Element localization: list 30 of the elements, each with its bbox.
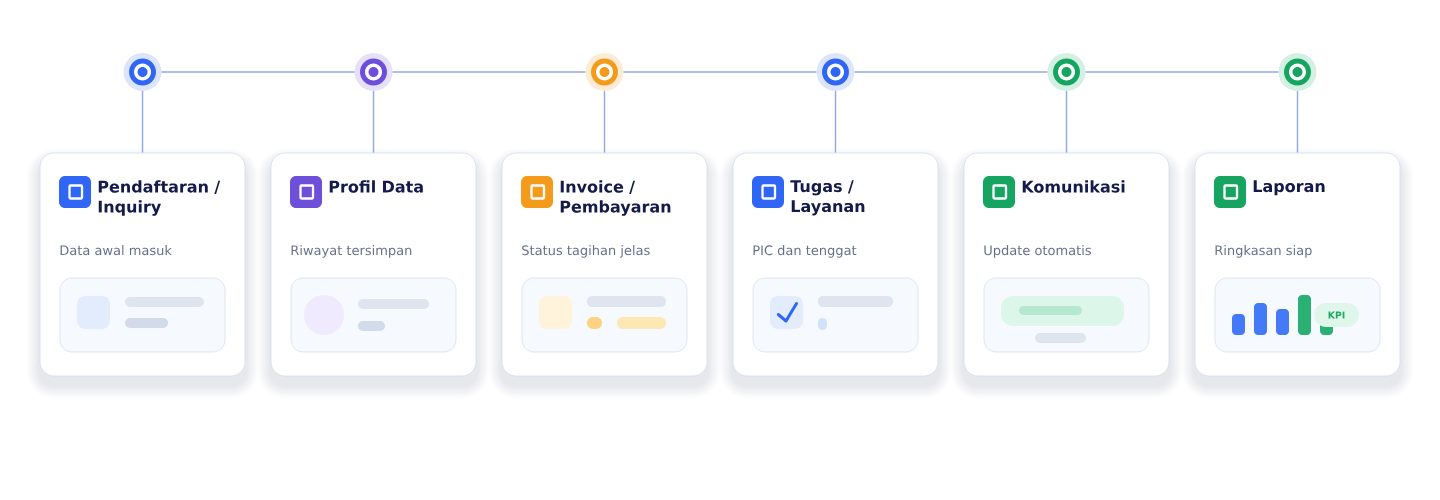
step-title: Profil Data (329, 180, 423, 193)
connector-line (603, 90, 606, 154)
step-title: Tugas / Layanan (790, 180, 865, 216)
connector-line (372, 90, 375, 154)
connector-line (160, 71, 356, 73)
step-description: Update otomatis (984, 245, 1091, 258)
timeline-marker (1278, 53, 1317, 91)
timeline-marker (1047, 53, 1086, 91)
timeline-marker (585, 53, 624, 91)
connector-line (1084, 71, 1280, 73)
step-title: Komunikasi (1022, 180, 1125, 193)
step-description: PIC dan tenggat (753, 245, 857, 258)
connector-line (141, 90, 144, 154)
connector-line (834, 90, 837, 154)
step-title: Laporan (1253, 180, 1325, 196)
step-title: Invoice / Pembayaran (560, 180, 671, 216)
kpi-badge: KPI (1314, 303, 1359, 327)
timeline-marker (354, 53, 393, 91)
step-description: Riwayat tersimpan (291, 245, 412, 258)
step-title: Pendaftaran / Inquiry (98, 180, 221, 216)
step-description: Status tagihan jelas (522, 245, 650, 258)
connector-line (1065, 90, 1068, 154)
step-description: Ringkasan siap (1215, 245, 1312, 258)
step-description: Data awal masuk (60, 245, 172, 256)
connector-line (391, 71, 587, 73)
connector-line (853, 71, 1049, 73)
connector-line (622, 71, 818, 73)
timeline-marker (816, 53, 855, 91)
timeline-marker (123, 53, 162, 91)
connector-line (1296, 90, 1299, 154)
